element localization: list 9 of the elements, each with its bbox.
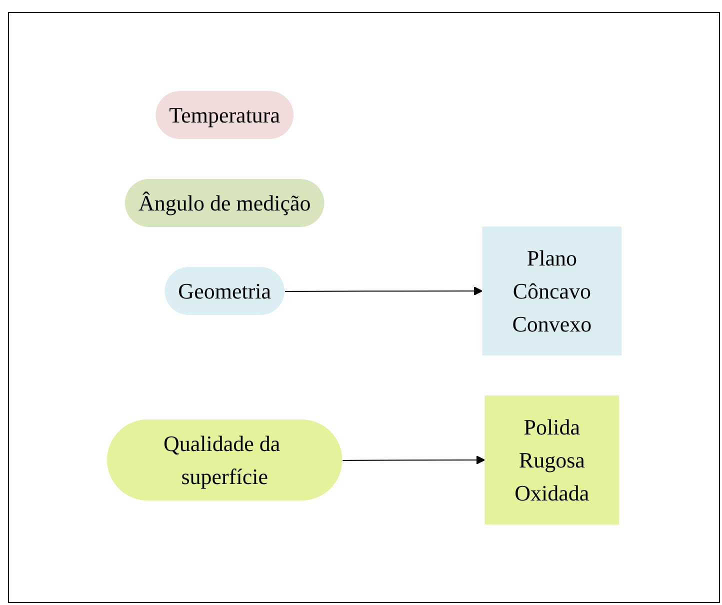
node-box xyxy=(482,226,622,356)
node-box xyxy=(484,395,619,524)
node-box xyxy=(106,419,342,500)
node-box xyxy=(155,90,294,139)
diagram-frame: Temperatura Ângulo de medição Geometria Plano Côncavo Convexo Qualidade da superfície Polida Rugosa Oxidada xyxy=(8,12,720,603)
node-box xyxy=(124,178,324,227)
arrow xyxy=(342,455,485,464)
node-box xyxy=(164,266,284,315)
arrow xyxy=(284,286,482,296)
